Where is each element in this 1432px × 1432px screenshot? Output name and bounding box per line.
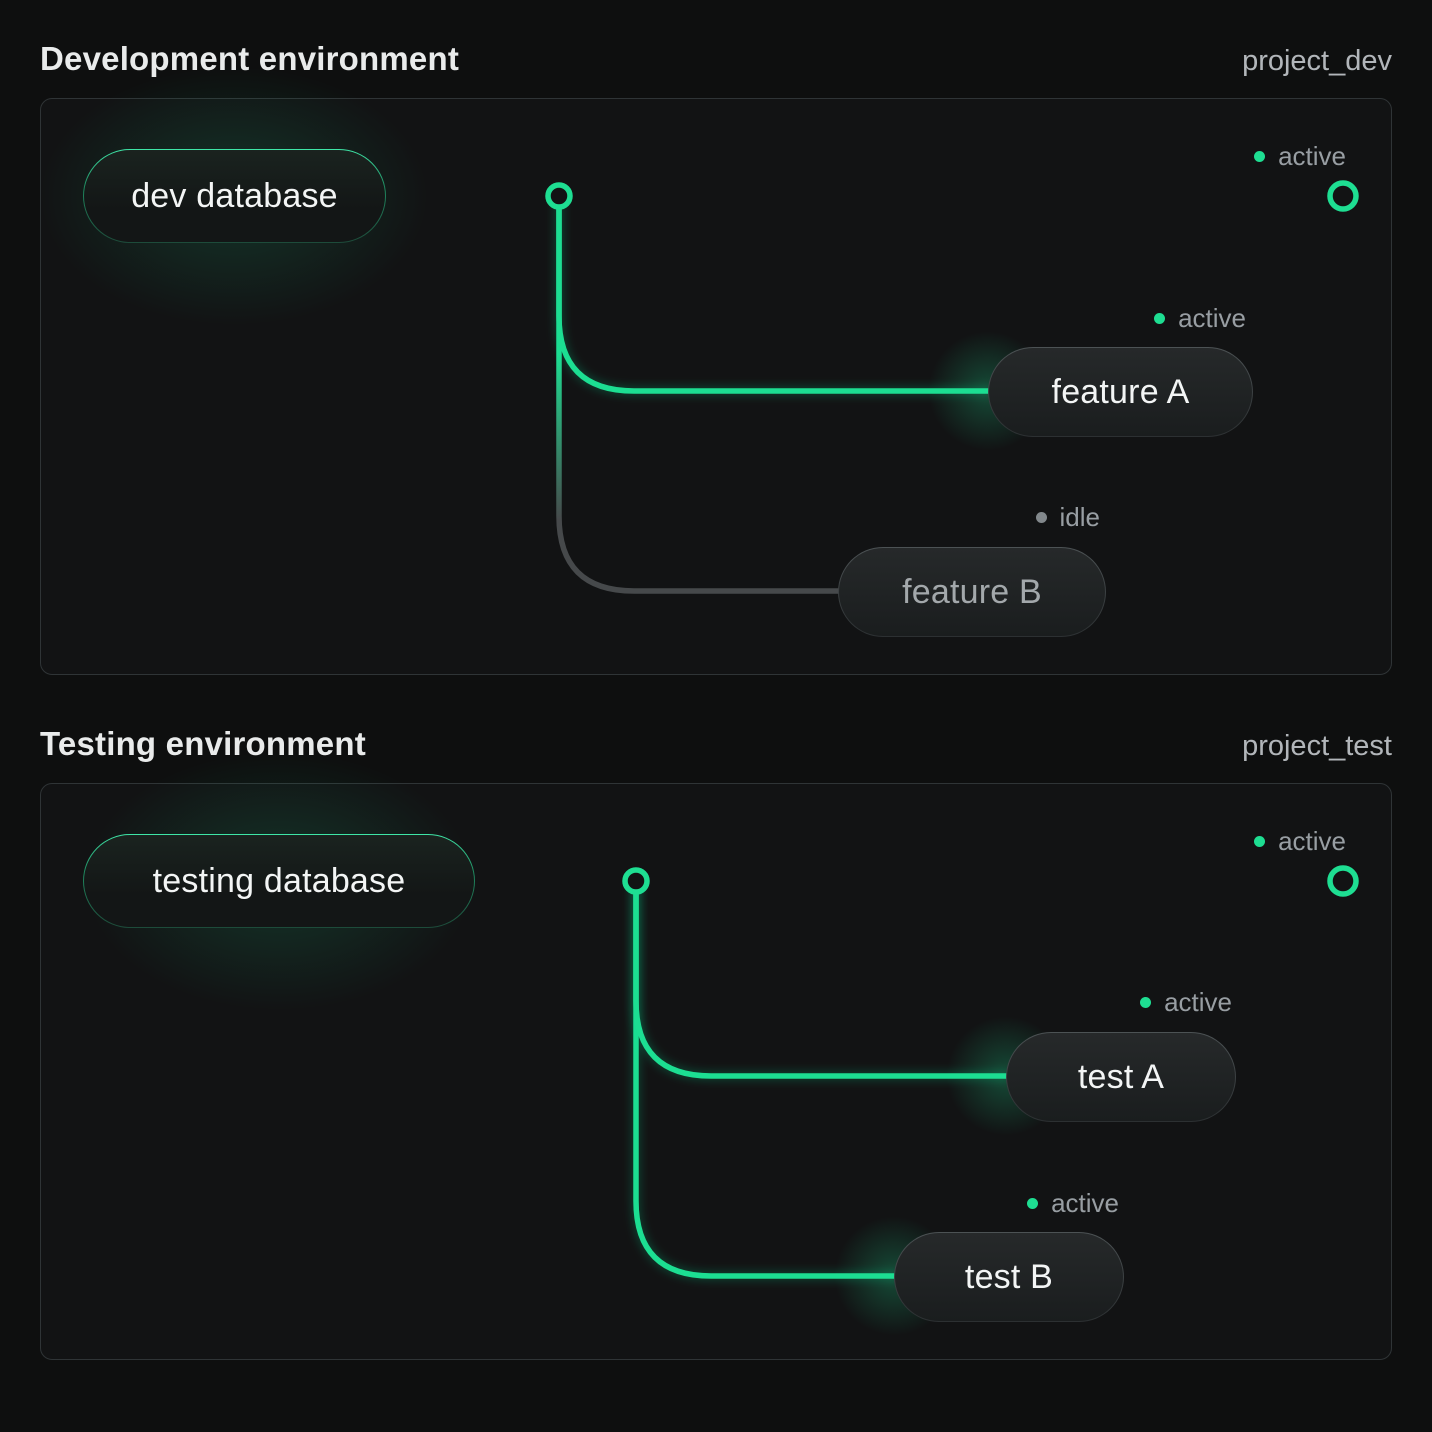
branch-node-test-a[interactable]: test A [1006, 1032, 1236, 1122]
main-branch-endpoint-node [1327, 865, 1359, 897]
branch-node-label: test A [1077, 1057, 1165, 1096]
feature-a-status: active [1154, 301, 1246, 335]
branch-junction-node [622, 867, 650, 895]
branch-node-feature-a[interactable]: feature A [988, 347, 1253, 437]
test-branch-diagram-panel: testing database test A test B active ac… [9, 701, 1392, 1361]
status-label: idle [1059, 501, 1100, 532]
database-node[interactable]: dev database [83, 149, 386, 243]
branch-node-label: test B [964, 1257, 1054, 1296]
database-node[interactable]: testing database [83, 834, 475, 928]
database-node-label: testing database [152, 861, 406, 900]
status-label: active [1051, 1187, 1119, 1218]
dev-branch-diagram-panel: dev database feature A feature B active … [0, 16, 1392, 675]
branch-node-label: feature B [902, 572, 1042, 611]
project-label: project_test [1242, 730, 1392, 762]
branch-node-feature-b[interactable]: feature B [838, 547, 1106, 637]
database-node-label: dev database [131, 176, 338, 215]
status-dot [1027, 1197, 1039, 1209]
dev-section-header: Development environment project_dev [40, 0, 1392, 78]
branch-node-test-b[interactable]: test B [894, 1232, 1124, 1322]
test-a-status: active [1140, 985, 1232, 1019]
feature-b-status: idle [1035, 500, 1100, 534]
status-label: active [1278, 825, 1346, 856]
branch-line-test-a [633, 878, 1009, 1079]
section-title: Testing environment [40, 725, 366, 762]
status-dot [1254, 150, 1266, 162]
status-label: active [1178, 302, 1246, 333]
test-section-header: Testing environment project_test [40, 675, 1392, 763]
dev-branch-lines [386, 180, 1359, 594]
branch-line-test-b [633, 878, 899, 1279]
main-branch-endpoint-node [1327, 180, 1359, 212]
branch-node-label: feature A [1051, 372, 1190, 411]
branch-line-feature-a [556, 193, 991, 394]
test-b-status: active [1027, 1186, 1119, 1220]
status-dot [1154, 312, 1166, 324]
status-dot [1140, 996, 1152, 1008]
branch-line-feature-b [556, 193, 843, 594]
main-branch-status: active [1254, 139, 1346, 173]
branch-junction-node [545, 182, 573, 210]
status-label: active [1164, 986, 1232, 1017]
project-label: project_dev [1242, 45, 1392, 77]
status-dot [1035, 511, 1047, 523]
status-dot [1254, 835, 1266, 847]
section-title: Development environment [40, 40, 460, 77]
main-branch-status: active [1254, 824, 1346, 858]
test-branch-lines [475, 865, 1359, 1279]
status-label: active [1278, 140, 1346, 171]
